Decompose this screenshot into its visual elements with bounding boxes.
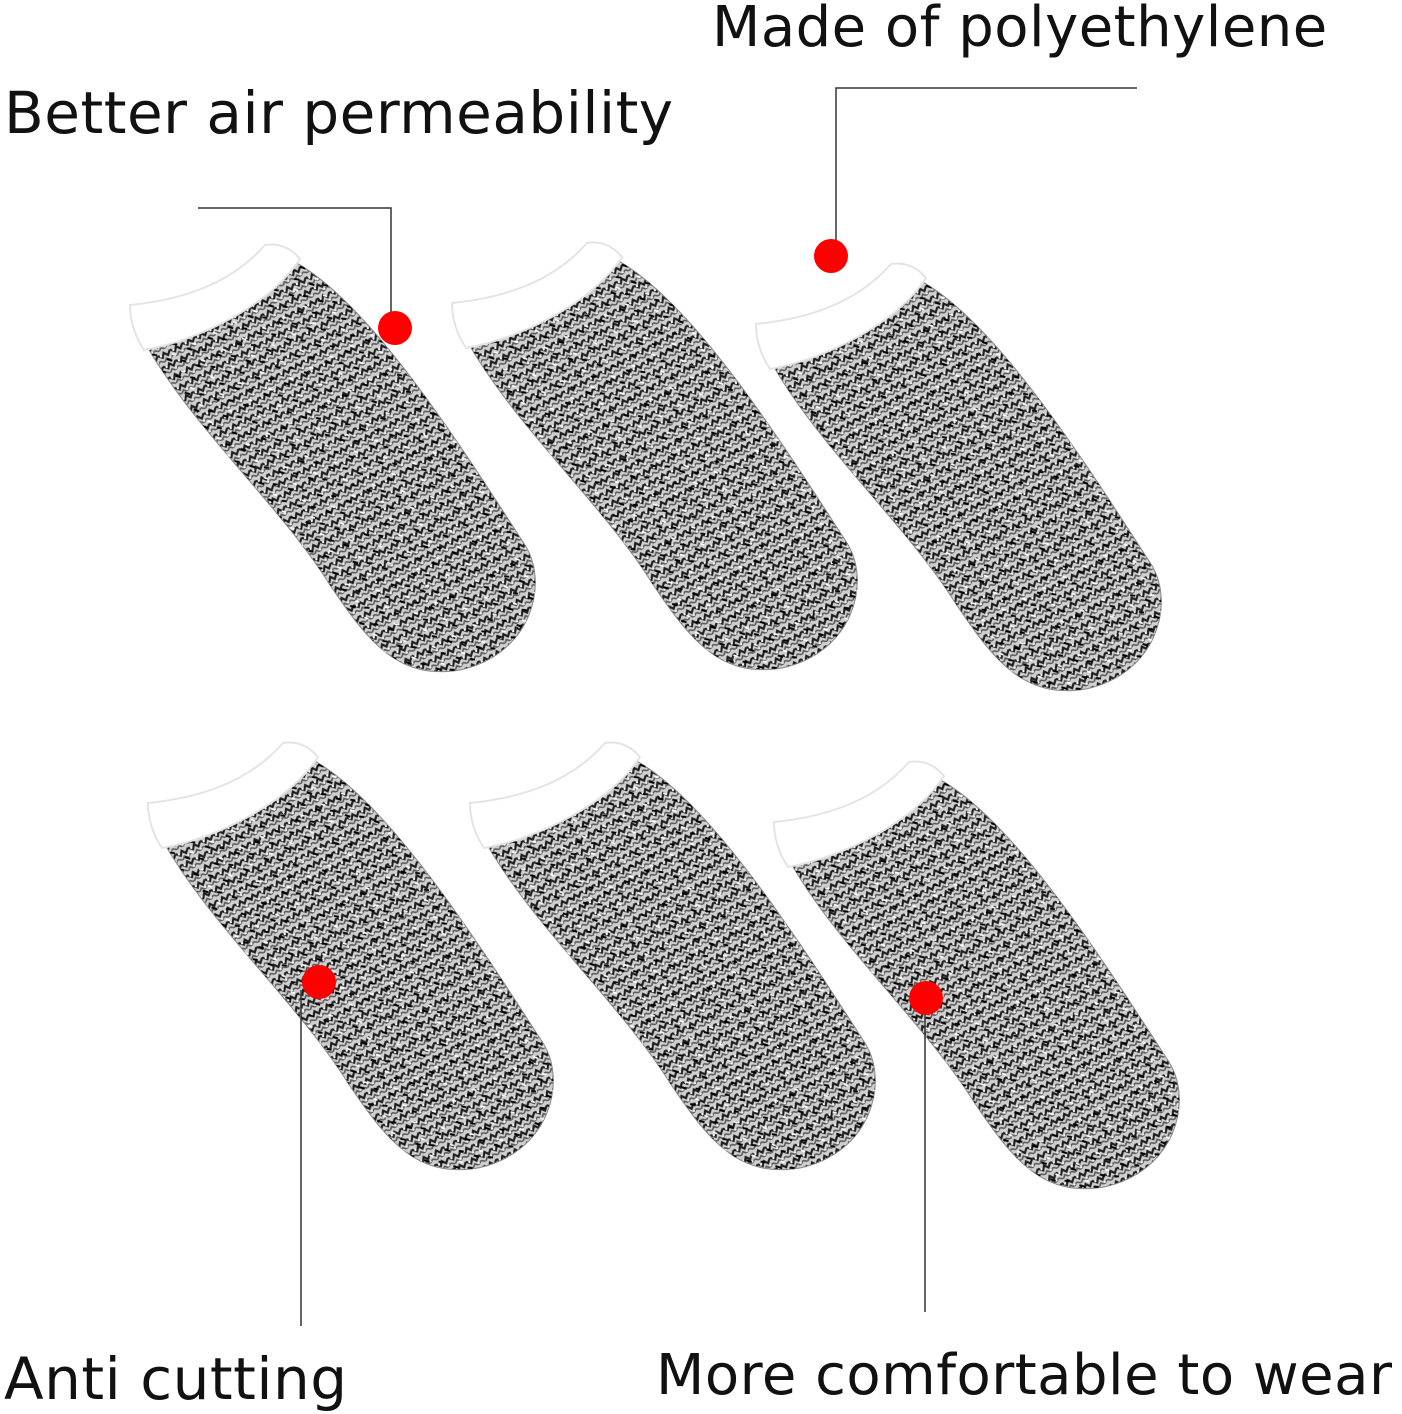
marker-dot-anti-cutting: [302, 965, 336, 999]
finger-cot-icon: [772, 760, 1180, 1190]
marker-dot-air-permeability: [378, 311, 412, 345]
marker-dot-comfort: [909, 981, 943, 1015]
finger-cot-icon: [450, 241, 858, 671]
callout-comfort: More comfortable to wear: [656, 1343, 1393, 1408]
finger-cot-icon: [146, 741, 554, 1171]
callout-anti-cutting: Anti cutting: [4, 1345, 348, 1413]
finger-cot-icon: [468, 741, 876, 1171]
finger-cot-icon: [754, 262, 1162, 692]
callout-material: Made of polyethylene: [712, 0, 1328, 60]
leader-line-air-permeability: [198, 207, 392, 320]
marker-dot-material: [814, 239, 848, 273]
callout-air-permeability: Better air permeability: [4, 79, 674, 147]
finger-cot-icon: [128, 243, 536, 673]
leader-line-material: [835, 87, 1137, 250]
